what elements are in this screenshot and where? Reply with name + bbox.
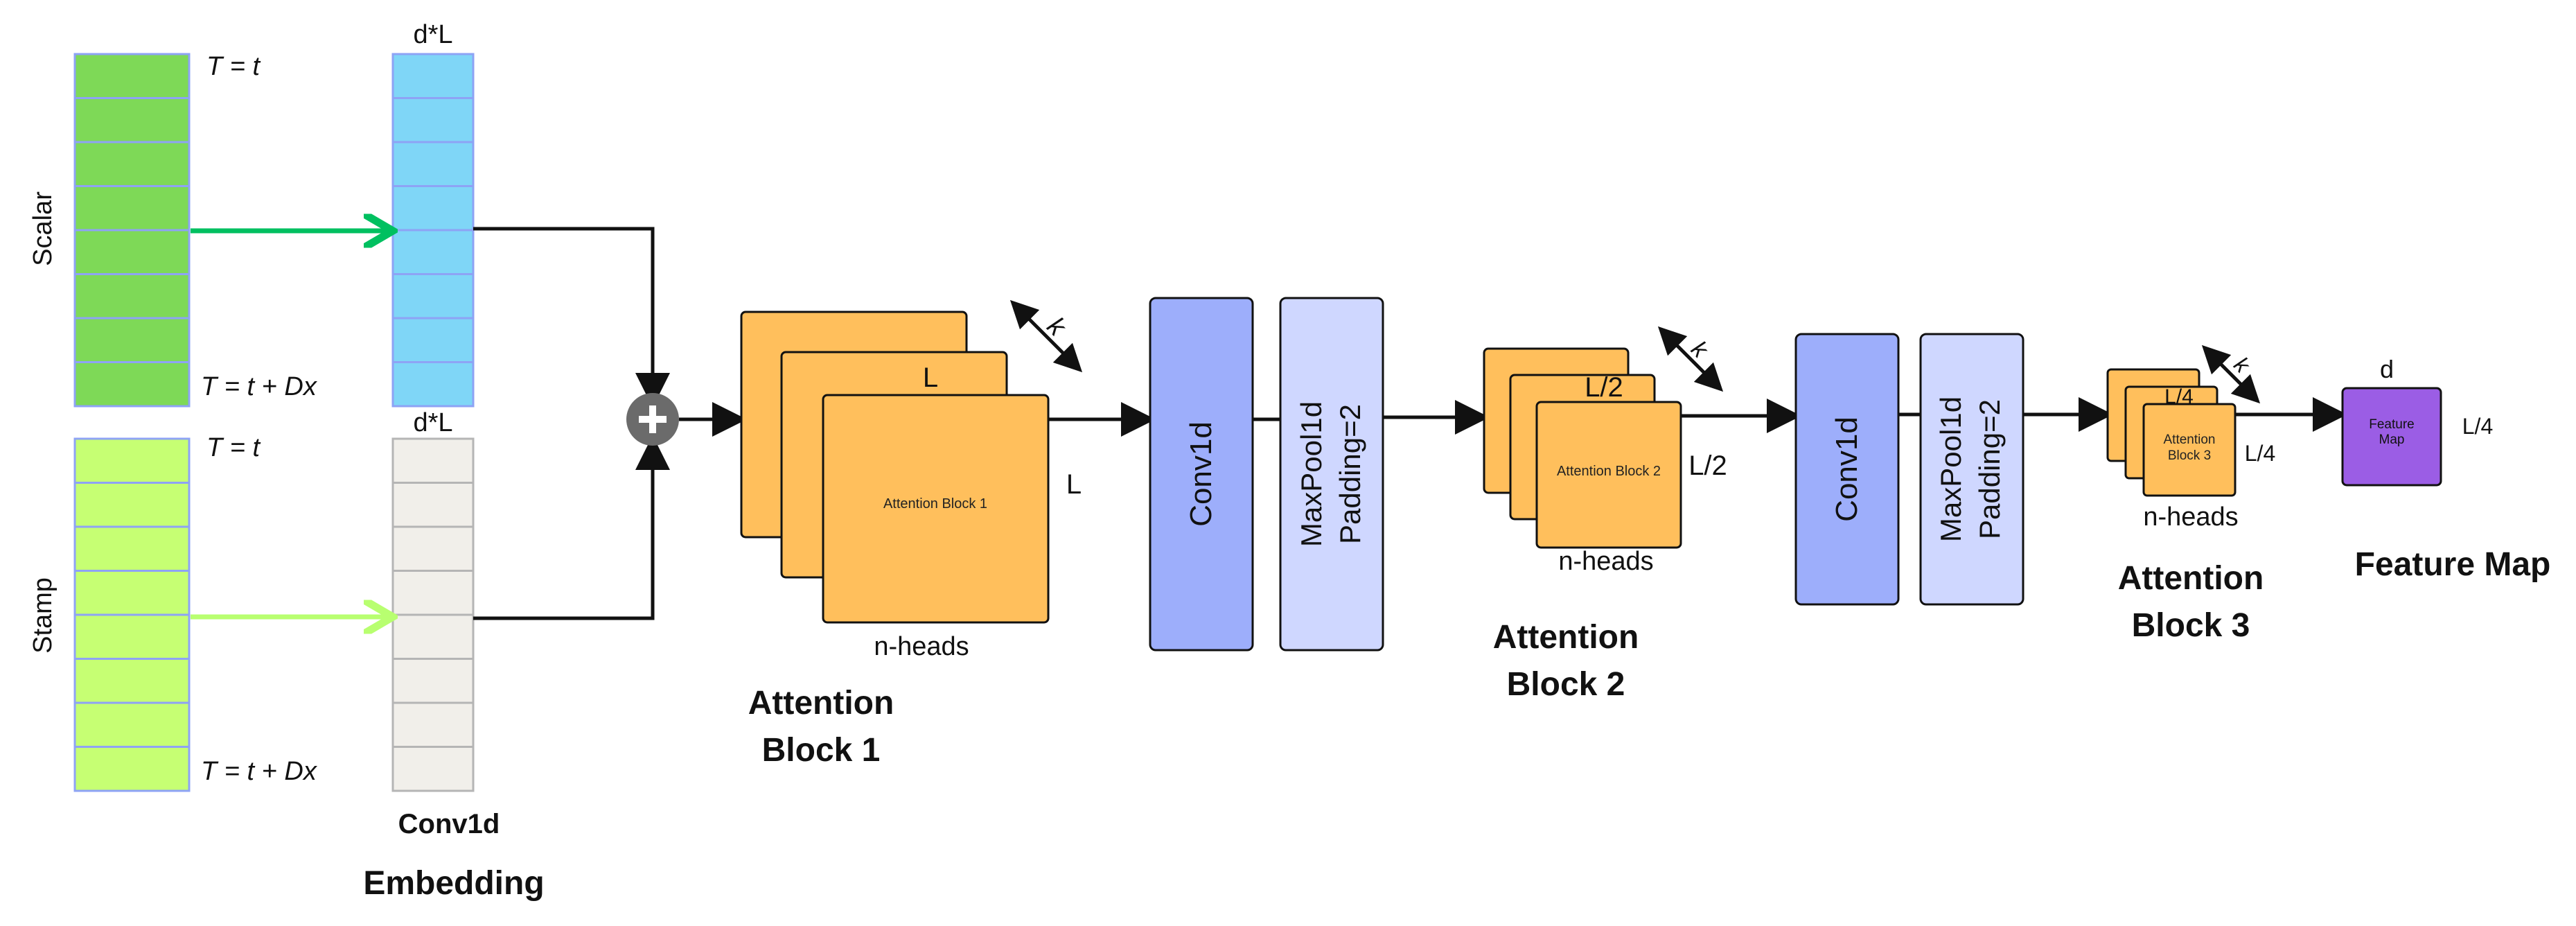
- block2-dim-top: L/2: [1585, 372, 1623, 403]
- scalar-bottom-time: T = t + Dx: [201, 372, 318, 401]
- conv1d-embed-label: Conv1d: [398, 809, 500, 839]
- attention-block-2-head-front: [1535, 401, 1682, 549]
- maxpool-layer-1-line2: Padding=2: [1334, 404, 1366, 544]
- stamp-input-cell: [73, 570, 191, 616]
- stamp-embedding-cell: [391, 613, 475, 660]
- scalar-input-cell: [73, 185, 191, 232]
- stamp-embedding-cell: [391, 482, 475, 528]
- scalar-input-cell: [73, 229, 191, 275]
- stamp-embedding-column: [391, 437, 475, 792]
- stamp-embed-dim: d*L: [413, 408, 452, 437]
- scalar-embedding-cell: [391, 317, 475, 363]
- stamp-embedding-cell: [391, 437, 475, 484]
- block2-heads: n-heads: [1558, 547, 1653, 576]
- block3-title-line1: Attention: [2118, 560, 2264, 597]
- scalar-input-cell: [73, 97, 191, 143]
- stamp-embedding-cell: [391, 525, 475, 572]
- attention-block-3: Attention Block 3: [2106, 368, 2237, 497]
- feature-dim-top: d: [2380, 355, 2394, 383]
- block1-title-line2: Block 1: [762, 732, 881, 769]
- scalar-label: Scalar: [28, 191, 58, 266]
- add-operator-icon: [626, 393, 679, 446]
- attention-block-3-inner-line2: Block 3: [2168, 448, 2211, 463]
- attention-block-1-inner-label: Attention Block 1: [883, 496, 987, 512]
- block2-title-line2: Block 2: [1507, 666, 1625, 703]
- scalar-input-cell: [73, 361, 191, 408]
- stamp-embedding-cell: [391, 658, 475, 704]
- block1-dim-top: L: [923, 362, 938, 393]
- feature-dim-side: L/4: [2462, 414, 2493, 439]
- scalar-embedding-cell: [391, 97, 475, 143]
- block1-title-line1: Attention: [748, 685, 894, 722]
- block2-dim-side: L/2: [1688, 451, 1727, 481]
- stamp-input-cell: [73, 658, 191, 704]
- feature-map: Feature Map: [2341, 387, 2442, 487]
- stamp-input-column: [73, 437, 191, 792]
- stamp-embedding-cell: [391, 746, 475, 792]
- stamp-top-time: T = t: [206, 433, 261, 462]
- scalar-input-cell: [73, 141, 191, 187]
- block3-title-line2: Block 3: [2132, 607, 2250, 644]
- scalar-input-cell: [73, 53, 191, 99]
- scalar-input-column: [73, 53, 191, 408]
- block3-dim-side: L/4: [2245, 441, 2275, 466]
- scalar-input-cell: [73, 317, 191, 363]
- scalar-embed-dim: d*L: [413, 20, 452, 49]
- scalar-embedding-cell: [391, 229, 475, 275]
- scalar-embedding-cell: [391, 273, 475, 320]
- stamp-embedding-cell: [391, 570, 475, 616]
- block3-kernel-arrow: [2201, 344, 2261, 404]
- embedding-label: Embedding: [363, 865, 544, 902]
- stamp-input-cell: [73, 525, 191, 572]
- feature-map-inner-line2: Map: [2379, 433, 2405, 447]
- scalar-input-cell: [73, 273, 191, 320]
- stamp-input-cell: [73, 613, 191, 660]
- scalar-embedding-column: [391, 53, 475, 408]
- stamp-input-cell: [73, 437, 191, 484]
- block3-dim-top: L/4: [2164, 385, 2194, 408]
- scalar-embedding-cell: [391, 53, 475, 99]
- block1-dim-side: L: [1066, 469, 1082, 500]
- conv1d-layer-2: Conv1d: [1794, 333, 1900, 606]
- block1-heads: n-heads: [874, 632, 969, 661]
- attention-block-2-inner-label: Attention Block 2: [1557, 464, 1661, 479]
- feature-map-title: Feature Map: [2355, 546, 2551, 583]
- block1-kernel-arrow: [1009, 299, 1083, 373]
- scalar-top-time: T = t: [206, 52, 261, 81]
- feature-map-inner-line1: Feature: [2369, 417, 2414, 432]
- stamp-input-cell: [73, 746, 191, 792]
- scalar-embedding-cell: [391, 361, 475, 408]
- attention-block-3-inner-line1: Attention: [2164, 433, 2216, 447]
- block2-title-line1: Attention: [1493, 619, 1639, 656]
- attention-block-1-head-front: [822, 394, 1050, 624]
- scalar-embed-to-plus: [473, 227, 670, 408]
- stamp-label: Stamp: [28, 577, 58, 654]
- scalar-embedding-cell: [391, 185, 475, 232]
- conv1d-layer-2-label: Conv1d: [1830, 417, 1864, 522]
- attention-block-3-head-front: [2142, 403, 2237, 497]
- block2-kernel-arrow: [1657, 326, 1724, 392]
- maxpool-layer-2-line1: MaxPool1d: [1934, 396, 1967, 542]
- stamp-input-cell: [73, 701, 191, 748]
- maxpool-layer-2: MaxPool1d Padding=2: [1919, 333, 2024, 606]
- stamp-input-cell: [73, 482, 191, 528]
- stamp-embed-to-plus: [473, 435, 670, 620]
- conv1d-layer-1: Conv1d: [1149, 297, 1254, 652]
- conv1d-layer-1-label: Conv1d: [1184, 421, 1218, 527]
- maxpool-layer-2-line2: Padding=2: [1973, 399, 2006, 539]
- maxpool-layer-1: MaxPool1d Padding=2: [1279, 297, 1384, 652]
- stamp-embedding-cell: [391, 701, 475, 748]
- stamp-bottom-time: T = t + Dx: [201, 757, 318, 786]
- attention-block-2: Attention Block 2: [1483, 347, 1682, 549]
- attention-block-1: Attention Block 1: [740, 311, 1050, 624]
- maxpool-layer-1-line1: MaxPool1d: [1295, 401, 1327, 547]
- block3-heads: n-heads: [2143, 503, 2238, 532]
- scalar-embedding-cell: [391, 141, 475, 187]
